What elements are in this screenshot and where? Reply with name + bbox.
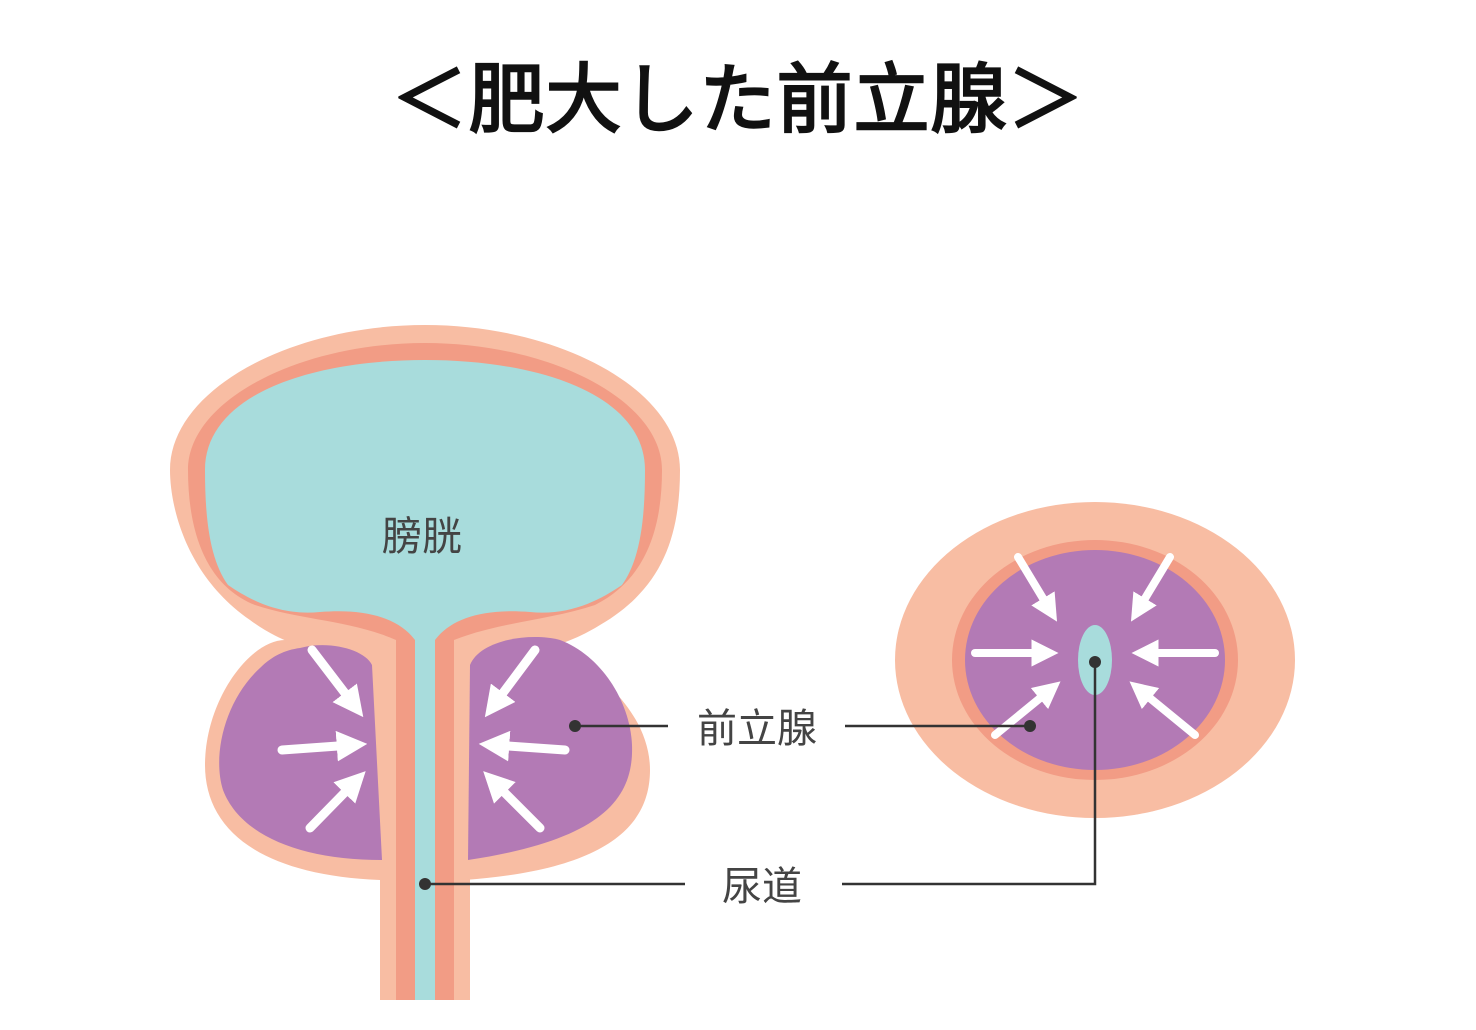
diagram-title: ＜肥大した前立腺＞ <box>391 55 1085 144</box>
arrow-right-2 <box>478 730 570 762</box>
arrow-left-1 <box>307 645 364 718</box>
arrow-cs-bottom-right <box>1129 681 1199 739</box>
arrow-right-3 <box>483 771 545 833</box>
prostate-leader-dot-right <box>1024 720 1036 732</box>
urethra-leader-dot-left <box>419 878 431 890</box>
bladder-lumen <box>205 360 645 1000</box>
prostate-callout: 前立腺 <box>569 706 1036 752</box>
urethra-leader-dot-right <box>1089 656 1101 668</box>
side-view: 膀胱 <box>170 325 680 1000</box>
urethra-label: 尿道 <box>722 864 802 910</box>
arrow-cs-top-left <box>1014 553 1058 622</box>
bladder-label: 膀胱 <box>382 514 462 560</box>
arrow-left-2 <box>277 730 368 762</box>
arrow-cs-top-right <box>1130 553 1174 622</box>
arrow-left-3 <box>305 771 366 833</box>
arrow-cs-bottom-left <box>991 681 1061 739</box>
urethra-callout: 尿道 <box>419 656 1101 910</box>
prostate-label: 前立腺 <box>697 706 817 752</box>
arrow-right-1 <box>484 645 540 718</box>
urethra-leader-right <box>842 662 1097 886</box>
prostate-leader-dot-left <box>569 720 581 732</box>
